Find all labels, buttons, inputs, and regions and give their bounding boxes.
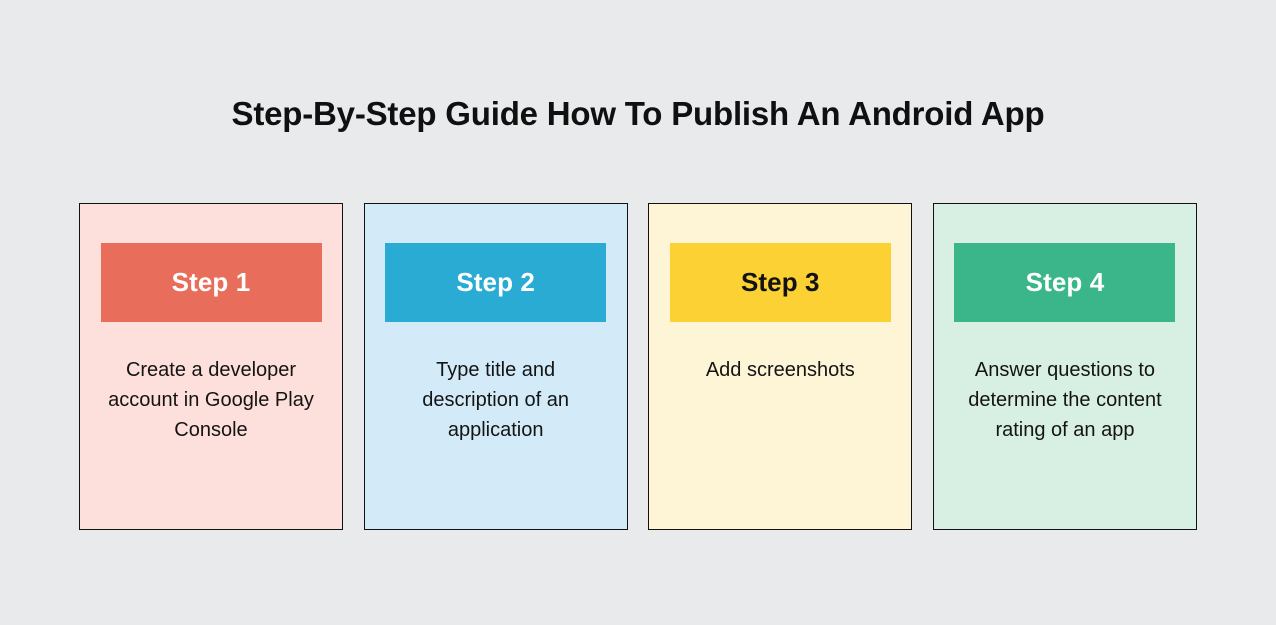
step-card-4: Step 4 Answer questions to determine the… [932, 203, 1197, 530]
step-3-description: Add screenshots [705, 359, 855, 381]
step-2-description: Type title and description of an applica… [422, 359, 570, 441]
page-title: Step-By-Step Guide How To Publish An And… [231, 95, 1045, 132]
step-card-2: Step 2 Type title and description of an … [363, 203, 628, 530]
step-2-header: Step 2 [385, 243, 607, 322]
step-4-description: Answer questions to determine the conten… [968, 359, 1162, 441]
step-card-3: Step 3 Add screenshots [648, 203, 913, 530]
step-1-description: Create a developer account in Google Pla… [108, 359, 314, 441]
step-4-header: Step 4 [954, 243, 1176, 322]
steps-row: Step 1 Create a developer account in Goo… [79, 203, 1197, 530]
step-3-header: Step 3 [669, 243, 891, 322]
step-card-1: Step 1 Create a developer account in Goo… [79, 203, 343, 530]
step-1-header: Step 1 [100, 243, 322, 322]
